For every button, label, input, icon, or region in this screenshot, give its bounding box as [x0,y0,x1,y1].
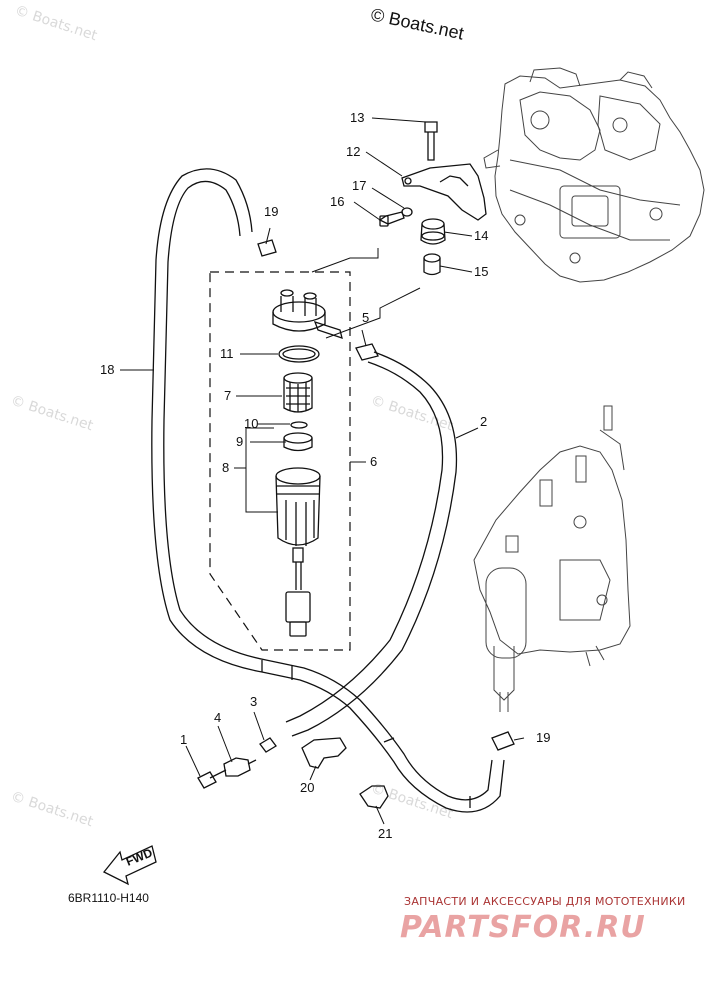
fwd-arrow-icon: FWD [102,845,157,886]
o-ring-inner [282,348,316,360]
hose-clamp-5 [355,343,379,361]
watermark-4: © Boats.net [9,789,96,831]
callout-13: 13 [350,110,364,125]
hose-clamp-bottom [491,731,515,751]
callout-16: 16 [330,194,344,209]
clip-20 [301,737,347,769]
callout-14: 14 [474,228,488,243]
watermark-5: © Boats.net [369,781,456,823]
watermark-3: © Boats.net [369,393,456,435]
callout-5: 5 [362,310,369,325]
callout-17: 17 [352,178,366,193]
callout-11: 11 [220,346,234,361]
callout-18: 18 [100,362,114,377]
filter-head [272,289,343,339]
callout-12: 12 [346,144,360,159]
callout-1: 1 [180,732,187,747]
hose-clamp-top [257,239,277,257]
filter-assembly-box [209,271,351,651]
leader-lines [120,117,525,825]
callout-6: 6 [370,454,377,469]
fuel-hose-18 [151,168,505,813]
callout-9: 9 [236,434,243,449]
callout-20: 20 [300,780,314,795]
callout-2: 2 [480,414,487,429]
dealer-tagline: ЗАПЧАСТИ И АКСЕССУАРЫ ДЛЯ МОТОТЕХНИКИ [404,895,686,908]
watermarks: © Boats.net © Boats.net © Boats.net © Bo… [9,3,456,831]
fuel-hose-2 [285,351,458,737]
float [283,432,313,452]
spring-clip [290,421,308,429]
engine-block-lower [473,405,631,712]
callout-3: 3 [250,694,257,709]
filter-cup [275,467,321,637]
callout-10: 10 [244,416,258,431]
mounting-bracket-assembly [378,121,487,276]
callout-4: 4 [214,710,221,725]
callout-21: 21 [378,826,392,841]
clip-21 [359,785,389,809]
joint-parts [197,737,277,789]
callout-8: 8 [222,460,229,475]
filter-element [283,372,313,413]
callout-19-top: 19 [264,204,278,219]
watermark-2: © Boats.net [9,393,96,435]
copyright-text: © Boats.net [369,4,465,43]
callout-15: 15 [474,264,488,279]
o-ring [278,345,320,363]
diagram-code: 6BR1110-H140 [68,891,149,905]
dealer-brand-logo: PARTSFOR.RU [400,910,646,945]
watermark-1: © Boats.net [13,3,100,45]
engine-block-upper [483,67,705,283]
callout-7: 7 [224,388,231,403]
callout-labels: 13 12 17 16 14 15 19 5 11 18 7 2 10 9 6 … [100,110,550,841]
callout-19-bottom: 19 [536,730,550,745]
